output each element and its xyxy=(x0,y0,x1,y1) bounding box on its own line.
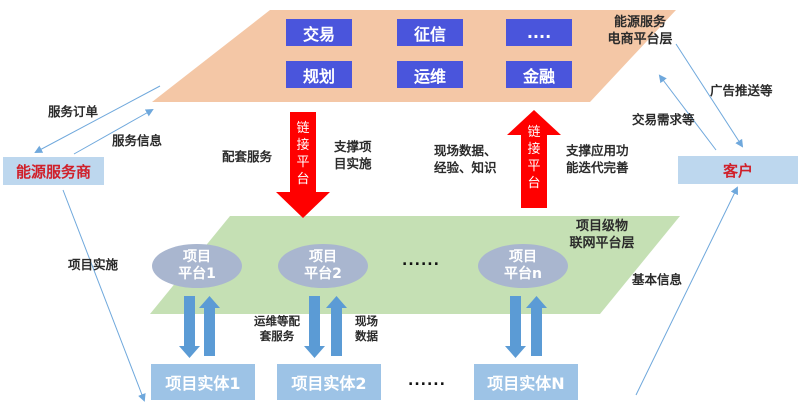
service-more: .... xyxy=(506,19,572,46)
label-line: 运维等配 xyxy=(254,314,300,328)
project-implementation-label: 项目实施 xyxy=(68,257,119,272)
layer-title-line: 联网平台层 xyxy=(569,236,635,251)
label-line: 现场 xyxy=(355,314,378,328)
up-arrow xyxy=(526,296,547,356)
arrow-char: 接 xyxy=(527,142,541,157)
project-implementation-line xyxy=(62,189,146,402)
label-line: 经验、知识 xyxy=(434,160,497,175)
down-arrow xyxy=(179,296,200,358)
platform1-arrows xyxy=(179,296,220,358)
label-line: 套服务 xyxy=(259,329,295,343)
layer-title-line: 能源服务 xyxy=(613,15,666,30)
om-services-label: 运维等配 套服务 xyxy=(254,314,300,344)
service-order-label: 服务订单 xyxy=(48,104,99,119)
layer-title-line: 电商平台层 xyxy=(607,32,673,47)
arrow-char: 平 xyxy=(296,155,310,170)
service-om: 运维 xyxy=(397,61,463,88)
energy-service-provider-box: 能源服务商 xyxy=(3,157,104,185)
label-line: 能迭代完善 xyxy=(566,160,629,175)
platform-ellipsis: ...... xyxy=(402,253,440,269)
arrow-char: 链 xyxy=(527,125,541,140)
service-order-line xyxy=(34,85,161,153)
iot-layer-title: 项目级物 联网平台层 xyxy=(558,218,646,252)
service-trade: 交易 xyxy=(286,19,352,46)
link-platform-up-label: 链 接 平 台 xyxy=(526,124,542,192)
project-platform-2: 项目平台2 xyxy=(278,244,368,288)
field-data-label: 现场 数据 xyxy=(355,314,378,344)
arrow-char: 接 xyxy=(296,138,310,153)
platform-name-line: 平台n xyxy=(504,266,542,282)
project-entity-n: 项目实体N xyxy=(474,364,578,400)
down-arrow xyxy=(304,296,325,358)
platformn-arrows xyxy=(505,296,547,358)
platform-name-line: 项目 xyxy=(183,249,211,265)
service-info-label: 服务信息 xyxy=(112,133,163,148)
support-project-label: 支撑项 目实施 xyxy=(334,138,372,172)
link-platform-down-label: 链 接 平 台 xyxy=(295,120,311,188)
arrow-char: 链 xyxy=(296,121,310,136)
support-iteration-label: 支撑应用功 能迭代完善 xyxy=(566,142,629,176)
trade-demand-label: 交易需求等 xyxy=(632,112,695,127)
trade-demand-line xyxy=(658,74,717,151)
service-planning: 规划 xyxy=(286,61,352,88)
project-platform-n: 项目平台n xyxy=(478,244,568,288)
entity-ellipsis: ...... xyxy=(408,373,446,389)
link-platform-down-arrow xyxy=(276,112,330,218)
up-arrow xyxy=(326,296,347,356)
project-entity-2: 项目实体2 xyxy=(277,364,381,400)
arrow-char: 台 xyxy=(296,172,310,187)
arrow-char: 台 xyxy=(527,176,541,191)
ad-push-line xyxy=(675,43,744,148)
service-info-line xyxy=(73,109,154,155)
basic-info-label: 基本信息 xyxy=(632,272,683,287)
platform-name-line: 项目 xyxy=(309,249,337,265)
layer-title-line: 项目级物 xyxy=(575,219,628,234)
link-platform-up-arrow xyxy=(507,110,561,208)
project-entity-1: 项目实体1 xyxy=(151,364,255,400)
service-credit: 征信 xyxy=(397,19,463,46)
ecommerce-layer-title: 能源服务 电商平台层 xyxy=(598,14,682,48)
label-line: 数据 xyxy=(355,329,378,343)
down-arrow xyxy=(505,296,526,358)
platform-name-line: 项目 xyxy=(509,249,537,265)
up-arrow xyxy=(199,296,220,356)
field-data-knowledge-label: 现场数据、 经验、知识 xyxy=(434,142,497,176)
customer-box: 客户 xyxy=(678,156,798,184)
iot-layer-plane xyxy=(150,216,680,314)
service-finance: 金融 xyxy=(506,61,572,88)
ad-push-label: 广告推送等 xyxy=(710,83,773,98)
project-platform-1: 项目平台1 xyxy=(152,244,242,288)
platform-name-line: 平台1 xyxy=(178,266,216,282)
label-line: 支撑应用功 xyxy=(566,143,629,158)
arrow-char: 平 xyxy=(527,159,541,174)
label-line: 支撑项 xyxy=(334,139,372,154)
label-line: 现场数据、 xyxy=(434,143,497,158)
supporting-services-label: 配套服务 xyxy=(222,149,273,164)
basic-info-line xyxy=(635,186,738,396)
label-line: 目实施 xyxy=(334,156,372,171)
platform2-arrows xyxy=(304,296,347,358)
platform-name-line: 平台2 xyxy=(304,266,342,282)
